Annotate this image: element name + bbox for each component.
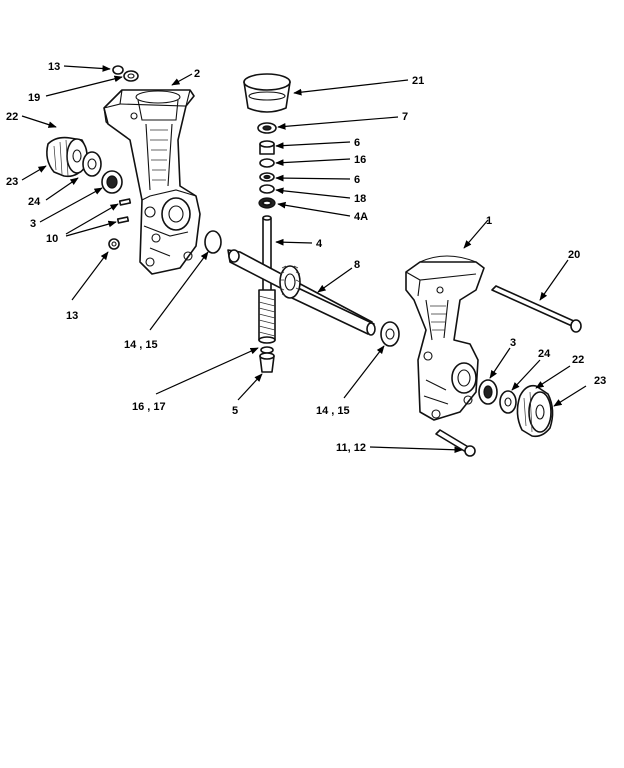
bearing-4a (258, 197, 276, 209)
bearing-3-right (478, 379, 498, 405)
callout-6-mid: 6 (354, 174, 360, 186)
wheel-23-left (46, 136, 88, 178)
worm-gear (279, 265, 301, 299)
right-housing (405, 255, 485, 421)
cap-nut-13-left (108, 238, 120, 250)
wheel-23-right (516, 384, 554, 438)
cup-21 (243, 73, 291, 113)
leader-lines (21, 65, 587, 454)
washer-19 (123, 70, 139, 82)
callout-4a: 4A (354, 211, 368, 223)
callout-14-15-right: 14 , 15 (316, 405, 350, 417)
washer-16-top (259, 158, 275, 168)
callout-24-left: 24 (28, 196, 41, 208)
washer-16-17 (260, 346, 274, 354)
callout-24-right: 24 (538, 348, 551, 360)
callout-13-left: 13 (66, 310, 78, 322)
left-housing (103, 89, 201, 275)
callout-7: 7 (402, 111, 408, 123)
callout-8: 8 (354, 259, 360, 271)
washer-14-15-left (204, 230, 222, 254)
callout-19: 19 (28, 92, 40, 104)
callout-22-right: 22 (572, 354, 584, 366)
bearing-3-left (101, 170, 123, 194)
bolt-11-12 (435, 429, 476, 457)
bolt-20 (491, 285, 582, 333)
seal-7 (257, 122, 277, 134)
callout-22-left: 22 (6, 111, 18, 123)
callout-23-right: 23 (594, 375, 606, 387)
callout-4: 4 (316, 238, 323, 250)
bushing-5 (259, 352, 275, 373)
washer-14-15-right (380, 321, 400, 347)
callout-14-15-left: 14 , 15 (124, 339, 158, 351)
callout-20: 20 (568, 249, 580, 261)
axle-shaft-8 (227, 249, 376, 336)
callout-1: 1 (486, 215, 492, 227)
callout-3-left: 3 (30, 218, 36, 230)
callout-21: 21 (412, 75, 424, 87)
callout-2: 2 (194, 68, 200, 80)
callout-16-17: 16 , 17 (132, 401, 166, 413)
callout-10: 10 (46, 233, 58, 245)
ring-6-mid (259, 172, 275, 182)
callout-labels: 13 19 2 22 23 24 3 10 13 14 , 15 21 7 6 … (6, 61, 606, 454)
callout-23-left: 23 (6, 176, 18, 188)
cap-nut-13-top (112, 65, 124, 75)
pins-10 (116, 198, 132, 224)
callout-5: 5 (232, 405, 238, 417)
callout-6-top: 6 (354, 137, 360, 149)
callout-11-12: 11, 12 (336, 442, 366, 454)
washer-24-right (499, 390, 517, 414)
callout-13-top: 13 (48, 61, 60, 73)
callout-18: 18 (354, 193, 366, 205)
washer-24-left (82, 151, 102, 177)
collar-6-top (259, 140, 275, 155)
washer-18 (259, 184, 275, 194)
callout-16-top: 16 (354, 154, 366, 166)
callout-3-right: 3 (510, 337, 516, 349)
